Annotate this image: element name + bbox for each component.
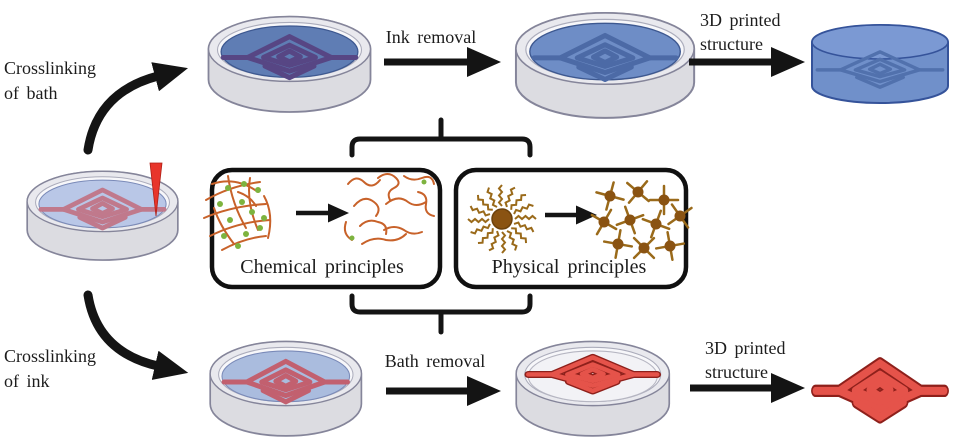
crosslinking-of-bath-label-line1: Crosslinking [4, 58, 96, 78]
micelle-graphic [467, 184, 537, 254]
chemical-principles-box: Chemical principles [203, 167, 443, 290]
box-outline [453, 167, 689, 290]
printed-cylinder [811, 24, 949, 104]
dish-gel-channels [514, 11, 696, 119]
bottom-brace [349, 293, 533, 335]
bath-removal-label: Bath removal [385, 351, 485, 371]
curved-arrow-down-icon [83, 290, 189, 380]
chemical-principles-label: Chemical principles [240, 256, 404, 278]
dish-freed-structure [515, 340, 671, 437]
dish-crosslinked-ink [209, 340, 363, 437]
physical-principles-label: Physical principles [492, 256, 647, 278]
micelle-network-graphic [590, 180, 693, 262]
crosslink-points [217, 181, 267, 249]
ink-removal-label: Ink removal [386, 27, 476, 47]
dish-crosslinked-bath [207, 15, 372, 113]
micelle-corona-rays [467, 184, 537, 254]
residual-crosslinker-dots [349, 179, 427, 241]
box-outline [209, 167, 443, 290]
printed-structure-top-label-line1: 3D printed [700, 10, 780, 30]
printed-structure-bottom-label-line2: structure [705, 362, 768, 382]
printing-nozzle-icon [149, 162, 163, 217]
printed-structure-top-label-line2: structure [700, 34, 763, 54]
crosslinking-of-ink-label-line2: of ink [4, 371, 50, 391]
top-brace [349, 117, 533, 158]
crosslinking-of-bath-label-line2: of bath [4, 83, 57, 103]
physical-principles-box: Physical principles [453, 167, 693, 290]
micelle-core [491, 208, 513, 230]
crosslinking-of-ink-label-line1: Crosslinking [4, 346, 96, 366]
start-dish-printing [26, 162, 179, 261]
network-nodes [598, 186, 686, 254]
loose-polymer-chains-graphic [343, 173, 435, 245]
printed-structure-bottom-label-line1: 3D printed [705, 338, 785, 358]
curved-arrow-up-icon [83, 62, 188, 155]
cylinder-top [811, 24, 949, 60]
